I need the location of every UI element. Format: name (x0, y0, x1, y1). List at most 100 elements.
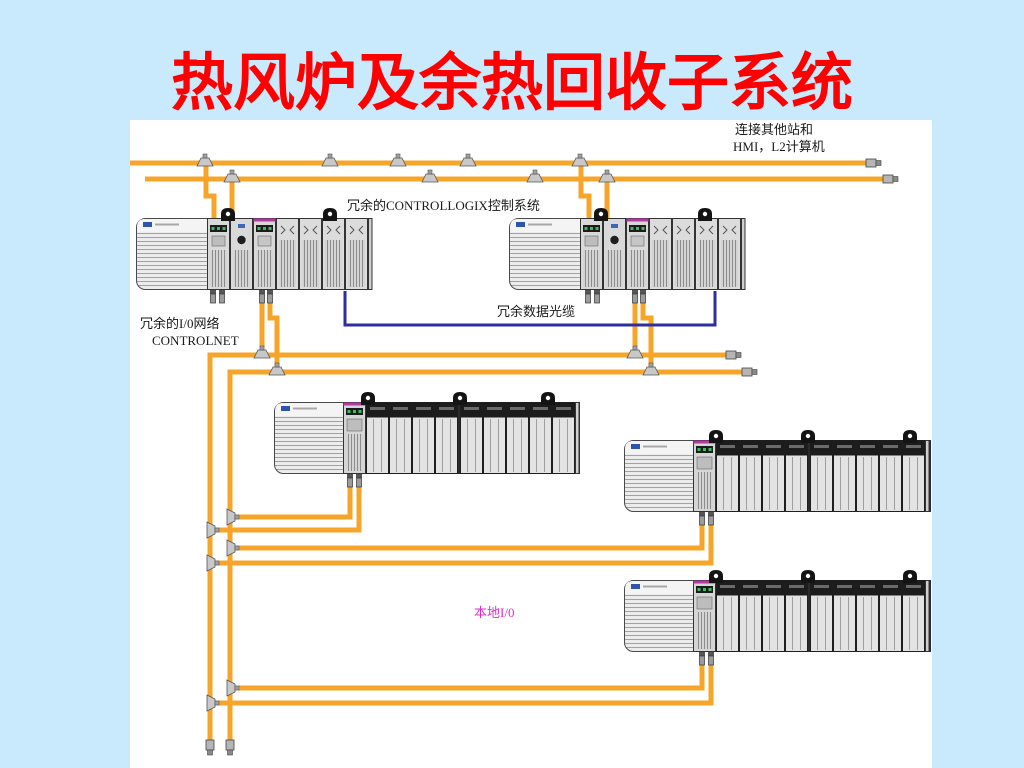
io-module-icon (879, 440, 902, 512)
io-rack3-cable-a (210, 664, 714, 706)
io-rack1-cable-b (230, 486, 353, 520)
io-module-icon (718, 218, 741, 290)
mounting-tab-icon (594, 208, 608, 221)
io-module-icon (483, 402, 506, 474)
bnc-connector-icon (593, 289, 601, 304)
mounting-tab-icon (709, 570, 723, 583)
mounting-tab-icon (903, 430, 917, 443)
io-module-icon (366, 402, 389, 474)
diagram-labels: 连接其他站和 HMI，L2计算机 冗余的CONTROLLOGIX控制系统 冗余的… (140, 122, 825, 620)
io-module-icon (412, 402, 435, 474)
rack2-controlnet-link-b (640, 303, 654, 372)
mounting-tab-icon (221, 208, 235, 221)
controller-module-icon (207, 218, 230, 290)
io-module-icon (276, 218, 299, 290)
power-supply-icon (624, 580, 705, 652)
bnc-connector-icon (218, 289, 226, 304)
bnc-connector-icon (639, 289, 647, 304)
bnc-connector-icon (698, 511, 706, 526)
terminator-icon (741, 367, 758, 377)
power-supply-icon (274, 402, 355, 474)
io-module-icon (739, 440, 762, 512)
mounting-tab-icon (541, 392, 555, 405)
io-rack-1 (274, 392, 580, 488)
external-link-label-line1: 连接其他站和 (735, 122, 813, 137)
io-rack1-cable-a (210, 486, 362, 533)
key-switch-module-icon (230, 218, 253, 290)
io-module-icon (552, 402, 575, 474)
bnc-connector-icon (258, 289, 266, 304)
io-module-icon (785, 580, 808, 652)
io-rack3-cable-b (230, 664, 705, 691)
controlnet-cable-a (207, 352, 726, 740)
io-module-icon (299, 218, 322, 290)
io-rack2-cable-b (230, 524, 705, 551)
mounting-tab-icon (453, 392, 467, 405)
io-module-icon (435, 402, 458, 474)
chassis-end-cap (925, 580, 930, 652)
io-module-icon (833, 580, 856, 652)
bnc-connector-icon (355, 473, 363, 488)
controller-rack-1 (136, 208, 373, 304)
adapter-module-icon (693, 580, 716, 652)
chassis-end-cap (741, 218, 746, 290)
io-module-icon (810, 440, 833, 512)
io-module-icon (695, 218, 718, 290)
key-switch-module-icon (603, 218, 626, 290)
io-module-icon (833, 440, 856, 512)
io-module-icon (345, 218, 368, 290)
io-module-icon (460, 402, 483, 474)
io-module-icon (716, 440, 739, 512)
rack1-controlnet-link-b (267, 303, 280, 372)
io-module-icon (322, 218, 345, 290)
io-module-icon (902, 440, 925, 512)
rack1-drop-cable-a (203, 163, 217, 218)
mounting-tab-icon (801, 570, 815, 583)
controller-module-icon (580, 218, 603, 290)
io-module-icon (506, 402, 529, 474)
io-module-icon (672, 218, 695, 290)
mounting-tab-icon (323, 208, 337, 221)
io-module-icon (785, 440, 808, 512)
bnc-connector-icon (698, 651, 706, 666)
external-link-label-line2: HMI，L2计算机 (733, 139, 825, 154)
power-supply-icon (624, 440, 705, 512)
chassis-end-cap (575, 402, 580, 474)
redundant-fiber-label: 冗余数据光缆 (497, 304, 575, 319)
page-title: 热风炉及余热回收子系统 (171, 46, 853, 119)
rack2-drop-cable-a (578, 163, 592, 218)
io-rack-2 (624, 430, 931, 526)
io-module-icon (529, 402, 552, 474)
io-module-icon (810, 580, 833, 652)
bnc-connector-icon (346, 473, 354, 488)
io-module-icon (856, 580, 879, 652)
bnc-connector-icon (584, 289, 592, 304)
power-supply-icon (136, 218, 217, 290)
adapter-module-icon (693, 440, 716, 512)
io-module-icon (716, 580, 739, 652)
io-module-icon (762, 580, 785, 652)
io-network-label-line1: 冗余的I/0网络 (140, 316, 219, 331)
bnc-connector-icon (266, 289, 274, 304)
controlnet-cable-b (227, 369, 742, 740)
redundant-fiber-cable (343, 291, 717, 327)
chassis-end-cap (925, 440, 930, 512)
io-module-icon (879, 580, 902, 652)
io-module-icon (856, 440, 879, 512)
controlnet-bridge-module-icon (626, 218, 649, 290)
adapter-module-icon (343, 402, 366, 474)
bnc-connector-icon (209, 289, 217, 304)
io-module-icon (739, 580, 762, 652)
bnc-connector-icon (631, 289, 639, 304)
io-module-icon (649, 218, 672, 290)
terminator-icon (725, 350, 742, 360)
controller-rack-2 (509, 208, 746, 304)
io-module-icon (902, 580, 925, 652)
io-rack2-cable-a (210, 524, 714, 566)
mounting-tab-icon (361, 392, 375, 405)
io-network-label-line2: CONTROLNET (152, 333, 239, 348)
bnc-connector-icon (707, 651, 715, 666)
bnc-connector-icon (707, 511, 715, 526)
